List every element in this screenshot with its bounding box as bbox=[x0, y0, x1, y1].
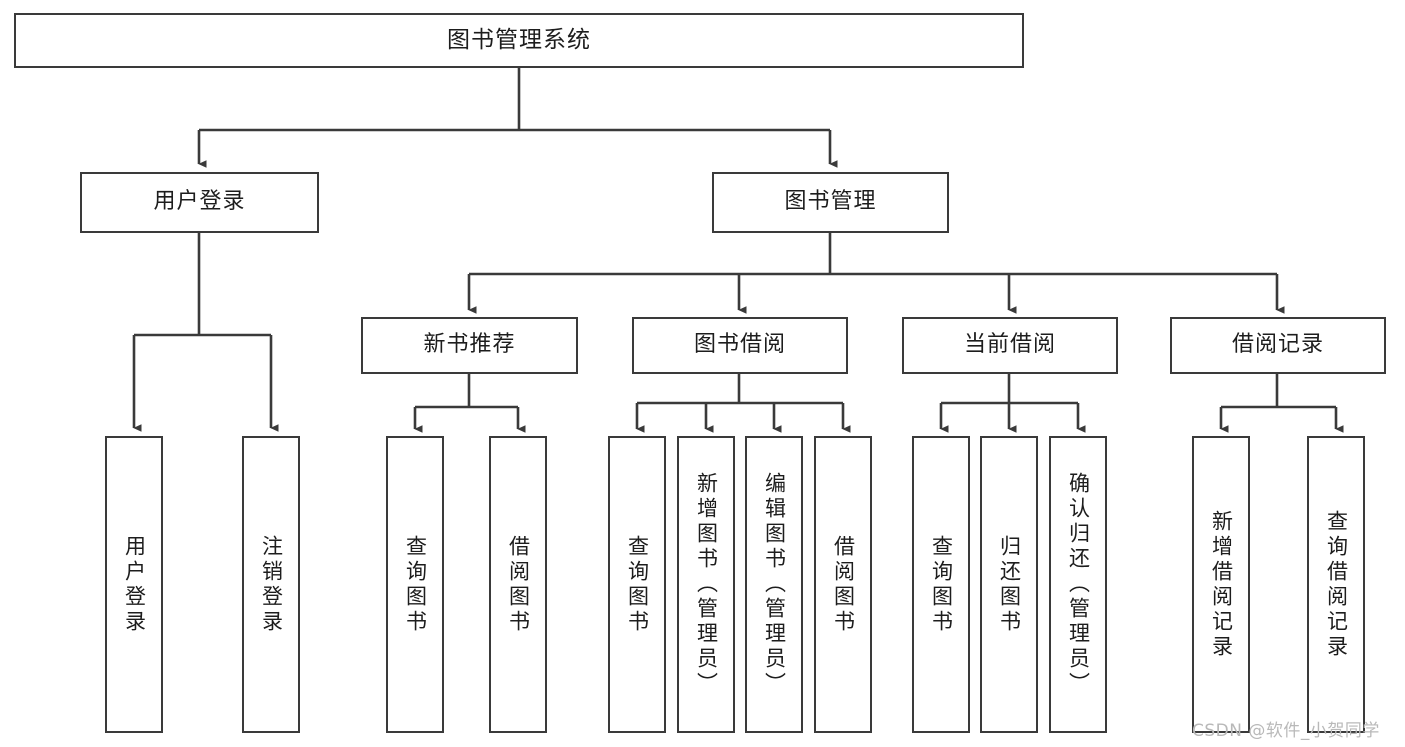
node-leaf-borrow-book-2-label: 借阅图书 bbox=[831, 534, 856, 635]
node-leaf-query-book-1-label: 查询图书 bbox=[403, 534, 428, 635]
node-borrow-record[interactable]: 借阅记录 bbox=[1170, 317, 1386, 374]
node-leaf-query-book-1[interactable]: 查询图书 bbox=[386, 436, 444, 733]
node-leaf-borrow-book-1-label: 借阅图书 bbox=[506, 534, 531, 635]
node-leaf-query-record-label: 查询借阅记录 bbox=[1324, 509, 1349, 660]
node-leaf-query-book-2[interactable]: 查询图书 bbox=[608, 436, 666, 733]
node-leaf-query-book-3-label: 查询图书 bbox=[929, 534, 954, 635]
node-user-login[interactable]: 用户登录 bbox=[80, 172, 319, 233]
node-book-manage[interactable]: 图书管理 bbox=[712, 172, 949, 233]
node-leaf-confirm-return[interactable]: 确认归还（管理员） bbox=[1049, 436, 1107, 733]
node-leaf-add-book-label: 新增图书（管理员） bbox=[694, 472, 719, 697]
node-leaf-add-record-label: 新增借阅记录 bbox=[1209, 509, 1234, 660]
node-book-borrow-label: 图书借阅 bbox=[693, 332, 786, 358]
node-leaf-edit-book-label: 编辑图书（管理员） bbox=[762, 472, 787, 697]
node-leaf-query-book-3[interactable]: 查询图书 bbox=[912, 436, 970, 733]
node-new-book-recommend-label: 新书推荐 bbox=[423, 332, 516, 358]
node-book-manage-label: 图书管理 bbox=[784, 189, 877, 215]
node-leaf-borrow-book-2[interactable]: 借阅图书 bbox=[814, 436, 872, 733]
node-root[interactable]: 图书管理系统 bbox=[14, 13, 1024, 68]
node-leaf-return-book[interactable]: 归还图书 bbox=[980, 436, 1038, 733]
node-leaf-user-login[interactable]: 用户登录 bbox=[105, 436, 163, 733]
node-user-login-label: 用户登录 bbox=[153, 189, 246, 215]
node-leaf-add-record[interactable]: 新增借阅记录 bbox=[1192, 436, 1250, 733]
node-leaf-confirm-return-label: 确认归还（管理员） bbox=[1066, 472, 1091, 697]
node-root-label: 图书管理系统 bbox=[447, 26, 591, 53]
node-current-borrow-label: 当前借阅 bbox=[963, 332, 1056, 358]
node-leaf-query-record[interactable]: 查询借阅记录 bbox=[1307, 436, 1365, 733]
node-leaf-edit-book[interactable]: 编辑图书（管理员） bbox=[745, 436, 803, 733]
node-leaf-user-login-label: 用户登录 bbox=[122, 534, 147, 635]
node-new-book-recommend[interactable]: 新书推荐 bbox=[361, 317, 578, 374]
node-book-borrow[interactable]: 图书借阅 bbox=[632, 317, 848, 374]
node-current-borrow[interactable]: 当前借阅 bbox=[902, 317, 1118, 374]
node-leaf-add-book[interactable]: 新增图书（管理员） bbox=[677, 436, 735, 733]
node-leaf-user-logout[interactable]: 注销登录 bbox=[242, 436, 300, 733]
node-leaf-user-logout-label: 注销登录 bbox=[259, 534, 284, 635]
node-leaf-query-book-2-label: 查询图书 bbox=[625, 534, 650, 635]
node-borrow-record-label: 借阅记录 bbox=[1231, 332, 1324, 358]
csdn-watermark: CSDN @软件_小贺同学 bbox=[1192, 721, 1380, 741]
node-leaf-borrow-book-1[interactable]: 借阅图书 bbox=[489, 436, 547, 733]
node-leaf-return-book-label: 归还图书 bbox=[997, 534, 1022, 635]
